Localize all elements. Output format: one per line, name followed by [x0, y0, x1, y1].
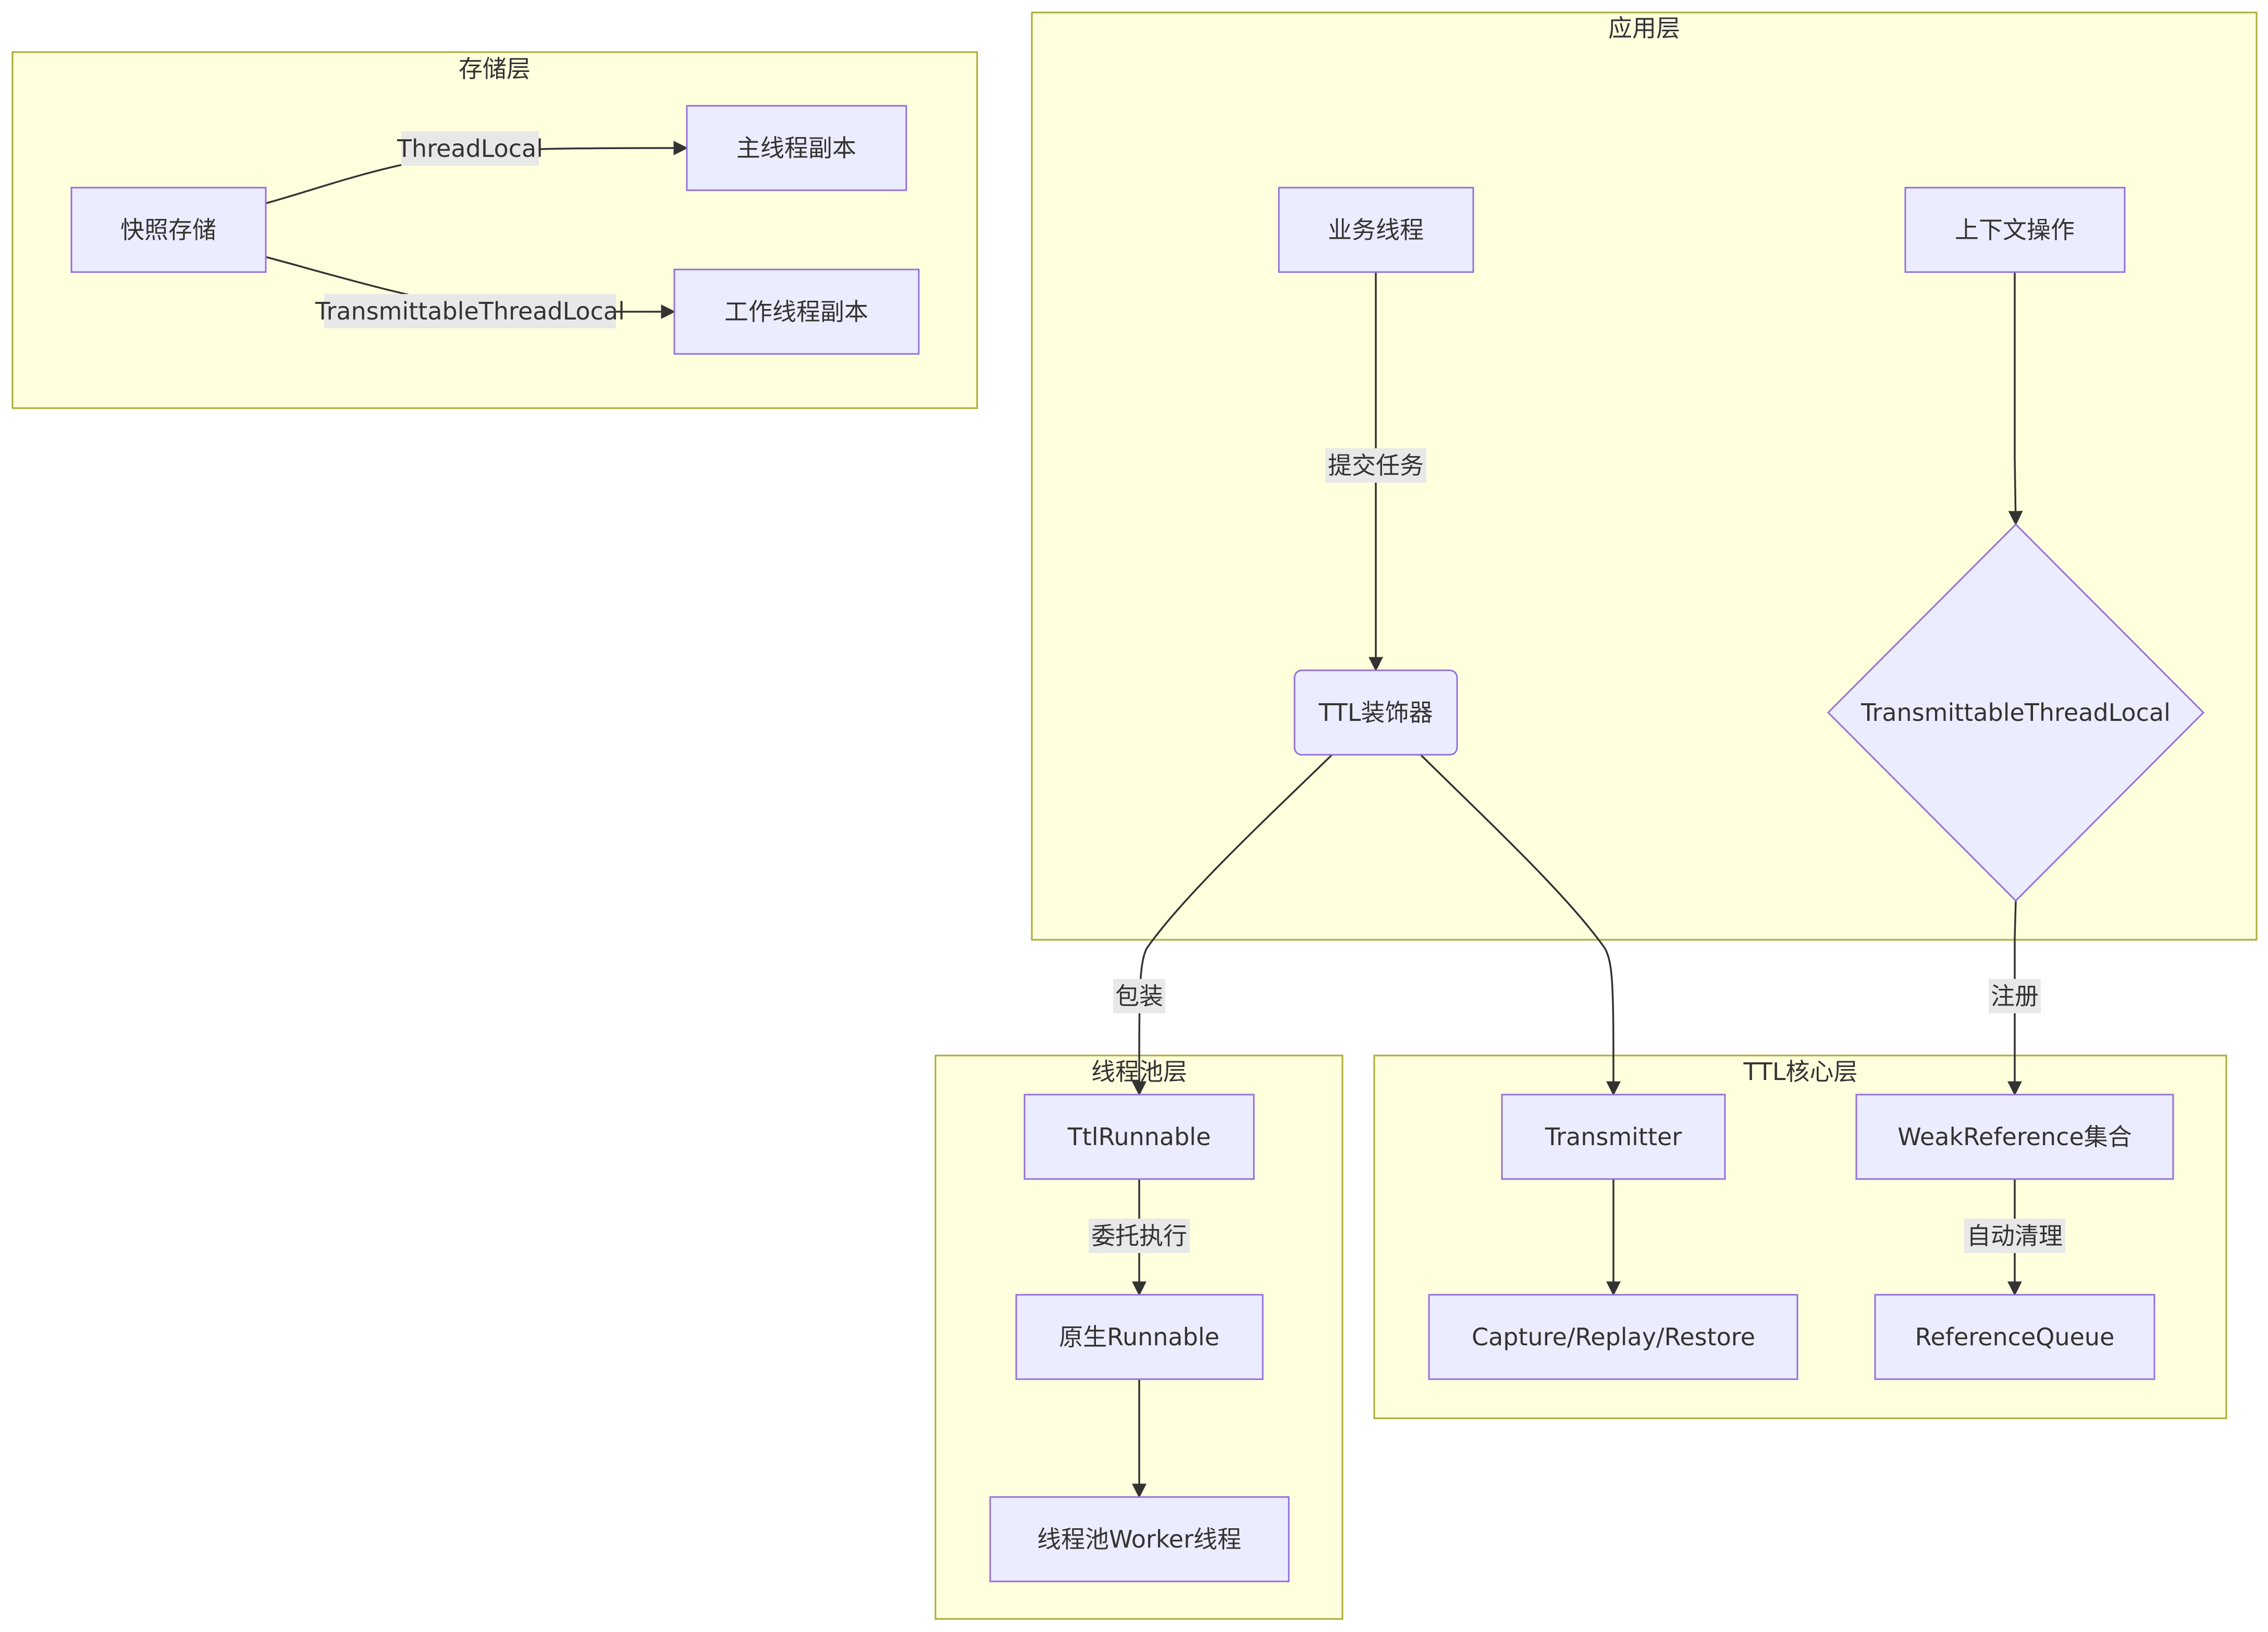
edge-ctx-op-to-ttl	[2008, 272, 2023, 526]
node-capture-replay-restore[interactable]: Capture/Replay/Restore	[1428, 1294, 1798, 1380]
node-main-thread-copy[interactable]: 主线程副本	[686, 105, 907, 191]
edge-label-auto-cleanup: 自动清理	[1964, 1219, 2065, 1253]
svg-text:TTL装饰器: TTL装饰器	[1318, 698, 1433, 727]
node-business-thread[interactable]: 业务线程	[1278, 187, 1474, 273]
edge-label-submit-task: 提交任务	[1325, 448, 1426, 483]
node-context-operation[interactable]: 上下文操作	[1904, 187, 2126, 273]
node-pool-worker-thread[interactable]: 线程池Worker线程	[989, 1496, 1290, 1582]
node-transmittable-thread-local-decision[interactable]: TransmittableThreadLocal	[1827, 523, 2205, 902]
svg-text:ReferenceQueue: ReferenceQueue	[1915, 1323, 2115, 1351]
svg-text:上下文操作: 上下文操作	[1955, 216, 2075, 244]
svg-text:ThreadLocal: ThreadLocal	[397, 134, 543, 163]
edge-label-threadlocal: ThreadLocal	[397, 131, 543, 166]
svg-text:主线程副本: 主线程副本	[736, 134, 856, 162]
svg-text:自动清理: 自动清理	[1967, 1222, 2063, 1250]
node-ttl-decorator[interactable]: TTL装饰器	[1293, 669, 1458, 756]
edge-label-register: 注册	[1989, 979, 2041, 1013]
svg-text:Capture/Replay/Restore: Capture/Replay/Restore	[1472, 1323, 1755, 1351]
svg-text:WeakReference集合: WeakReference集合	[1897, 1123, 2132, 1151]
node-weakreference-set[interactable]: WeakReference集合	[1855, 1094, 2174, 1180]
node-ttl-runnable[interactable]: TtlRunnable	[1024, 1094, 1255, 1180]
svg-text:提交任务: 提交任务	[1328, 451, 1424, 480]
svg-text:原生Runnable: 原生Runnable	[1059, 1323, 1219, 1351]
svg-text:TransmittableThreadLocal: TransmittableThreadLocal	[1860, 698, 2171, 727]
svg-text:TransmittableThreadLocal: TransmittableThreadLocal	[315, 297, 625, 325]
svg-text:委托执行: 委托执行	[1091, 1222, 1187, 1250]
svg-text:TtlRunnable: TtlRunnable	[1067, 1123, 1211, 1151]
edge-decorator-to-transmitter	[1420, 754, 1621, 1096]
svg-text:注册: 注册	[1991, 982, 2039, 1010]
edge-label-wrap: 包装	[1113, 979, 1165, 1013]
cluster-ttl-core-label: TTL核心层	[1743, 1058, 1857, 1086]
svg-text:业务线程: 业务线程	[1328, 216, 1424, 244]
cluster-storage-label: 存储层	[459, 55, 531, 83]
svg-text:Transmitter: Transmitter	[1545, 1123, 1682, 1151]
svg-text:工作线程副本: 工作线程副本	[724, 298, 868, 326]
cluster-application-label: 应用层	[1608, 14, 1680, 42]
svg-text:包装: 包装	[1115, 982, 1163, 1010]
edge-label-transmittablethreadlocal: TransmittableThreadLocal	[315, 294, 625, 328]
node-worker-thread-copy[interactable]: 工作线程副本	[673, 268, 920, 355]
edge-label-delegate-execution: 委托执行	[1089, 1219, 1190, 1253]
node-snapshot-storage[interactable]: 快照存储	[70, 187, 267, 273]
node-reference-queue[interactable]: ReferenceQueue	[1874, 1294, 2155, 1380]
edge-ttl-to-weakreference	[2007, 900, 2022, 1096]
svg-text:快照存储: 快照存储	[120, 216, 216, 244]
svg-text:线程池Worker线程: 线程池Worker线程	[1037, 1525, 1241, 1553]
node-transmitter[interactable]: Transmitter	[1501, 1094, 1726, 1180]
node-raw-runnable[interactable]: 原生Runnable	[1015, 1294, 1264, 1380]
